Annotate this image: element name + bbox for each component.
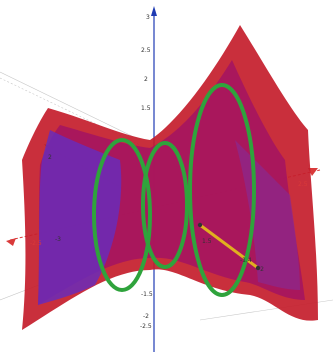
tick-z-2-5: 2.5 xyxy=(141,47,151,54)
cross-section-curves xyxy=(92,83,256,297)
tick-z-neg-2-5: -2.5 xyxy=(140,323,152,330)
curve-left[interactable] xyxy=(92,138,152,292)
tick-y-right: -2 xyxy=(258,266,264,273)
x-axis-neg-arrow-icon xyxy=(6,238,16,246)
tick-center-a: 1.5 xyxy=(202,238,212,245)
tick-labels: 3 2.5 2 1.5 -1.5 -2 -2.5 2.5 -2.5 -3 2 -… xyxy=(30,14,308,330)
inner-face-right xyxy=(235,140,300,290)
tick-z-neg-1-5: -1.5 xyxy=(141,291,153,298)
tick-z-2: 2 xyxy=(144,76,148,83)
tick-x-left: -2.5 xyxy=(30,240,42,247)
x-axis-arrow-icon xyxy=(308,168,318,176)
tick-center-b: -1.4 xyxy=(240,257,252,264)
tick-z-neg-2: -2 xyxy=(143,313,149,320)
yellow-segment xyxy=(199,223,259,270)
tick-y-left: 2 xyxy=(48,154,52,161)
tick-x-left-small: -3 xyxy=(55,236,61,243)
tick-z-top: 3 xyxy=(146,14,150,21)
curve-center[interactable] xyxy=(141,141,189,269)
tick-z-1-5: 1.5 xyxy=(141,105,151,112)
tick-x-right: 2.5 xyxy=(298,181,308,188)
z-axis-arrow-icon xyxy=(151,6,157,16)
curve-right[interactable] xyxy=(188,83,256,297)
segment-point-b[interactable] xyxy=(255,265,261,271)
segment-point-a[interactable] xyxy=(197,222,203,228)
